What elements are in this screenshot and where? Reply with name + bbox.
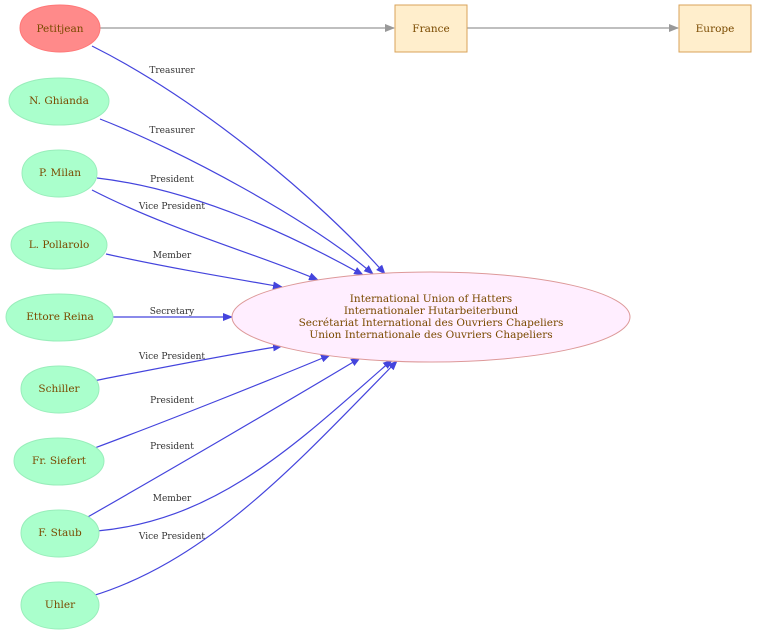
- svg-text:France: France: [412, 23, 449, 35]
- edge-label-staub-2: Member: [153, 494, 192, 504]
- edge-uhler-hub: [91, 360, 398, 597]
- svg-text:Uhler: Uhler: [45, 599, 76, 611]
- edge-ghianda-hub: [99, 118, 374, 275]
- node-schiller[interactable]: Schiller: [20, 365, 100, 414]
- edge-label-schiller: Vice President: [138, 352, 206, 362]
- edge-label-staub-1: President: [150, 442, 194, 452]
- edge-petitjean-hub: [91, 45, 386, 275]
- node-ghianda[interactable]: N. Ghianda: [8, 77, 110, 126]
- node-pollarolo[interactable]: L. Pollarolo: [10, 221, 108, 270]
- node-france[interactable]: France: [394, 4, 468, 53]
- node-milan[interactable]: P. Milan: [21, 149, 98, 198]
- node-europe[interactable]: Europe: [678, 4, 752, 53]
- node-hub-international-union-of-hatters[interactable]: International Union of Hatters Internati…: [231, 271, 631, 363]
- svg-text:Petitjean: Petitjean: [36, 23, 83, 35]
- edge-label-siefert: President: [150, 396, 194, 406]
- edge-staub-hub-1: [85, 357, 361, 519]
- node-siefert[interactable]: Fr. Siefert: [13, 437, 105, 486]
- svg-text:Europe: Europe: [696, 23, 735, 35]
- edge-label-milan-1: President: [150, 175, 194, 185]
- node-uhler[interactable]: Uhler: [20, 581, 100, 630]
- edge-label-petitjean: Treasurer: [149, 66, 195, 76]
- edge-label-pollarolo: Member: [153, 251, 192, 261]
- edge-label-ghianda: Treasurer: [149, 126, 195, 136]
- node-reina[interactable]: Ettore Reina: [5, 293, 114, 342]
- svg-text:N. Ghianda: N. Ghianda: [29, 95, 89, 107]
- edge-schiller-hub: [92, 343, 283, 382]
- svg-text:Fr. Siefert: Fr. Siefert: [32, 455, 87, 467]
- svg-text:P. Milan: P. Milan: [39, 167, 81, 179]
- hub-line-4: Union Internationale des Ouvriers Chapel…: [309, 329, 552, 341]
- svg-text:Ettore Reina: Ettore Reina: [26, 311, 94, 323]
- node-staub[interactable]: F. Staub: [20, 509, 100, 558]
- node-petitjean[interactable]: Petitjean: [19, 4, 101, 53]
- edge-label-uhler: Vice President: [138, 532, 206, 542]
- hub-line-1: International Union of Hatters: [350, 293, 512, 305]
- edge-label-milan-2: Vice President: [138, 202, 206, 212]
- edge-milan-hub-1: [96, 177, 364, 276]
- svg-text:F. Staub: F. Staub: [38, 527, 82, 539]
- edge-siefert-hub: [91, 354, 331, 450]
- svg-text:L. Pollarolo: L. Pollarolo: [29, 239, 90, 251]
- edge-label-reina: Secretary: [150, 307, 195, 317]
- edge-staub-hub-2: [96, 359, 393, 532]
- hub-line-3: Secrétariat International des Ouvriers C…: [299, 317, 564, 329]
- hub-line-2: Internationaler Hutarbeiterbund: [344, 305, 519, 317]
- svg-text:Schiller: Schiller: [38, 383, 80, 395]
- edge-pollarolo-hub: [105, 253, 283, 290]
- edge-milan-hub-2: [91, 189, 319, 281]
